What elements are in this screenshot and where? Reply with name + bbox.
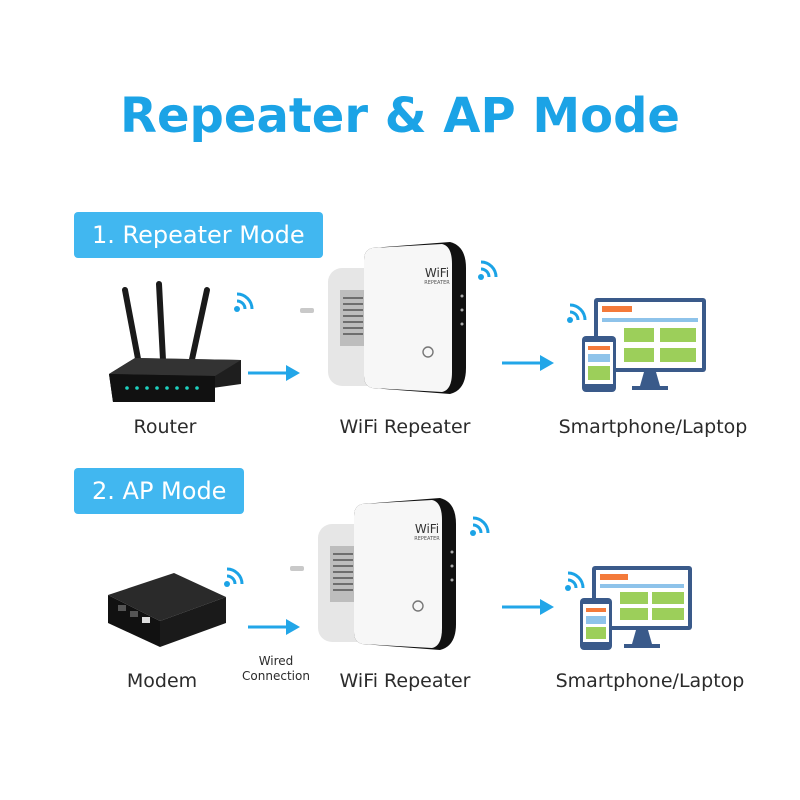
smartphone-laptop-icon bbox=[565, 566, 692, 650]
page-title: Repeater & AP Mode bbox=[120, 88, 680, 144]
smartphone-laptop-label: Smartphone/Laptop bbox=[555, 670, 745, 692]
modem-icon bbox=[108, 573, 226, 647]
router-icon bbox=[109, 281, 241, 402]
wifi-signal-icon bbox=[470, 516, 490, 536]
repeater-sub-text: REPEATER bbox=[414, 536, 440, 542]
repeater-sub-text: REPEATER bbox=[424, 280, 450, 286]
wifi-signal-icon bbox=[234, 292, 254, 312]
arrow-right-icon bbox=[248, 365, 300, 381]
wifi-repeater-icon bbox=[290, 498, 456, 650]
wired-connection-line2: Connection bbox=[242, 669, 310, 683]
smartphone-laptop-icon bbox=[564, 298, 706, 392]
smartphone-laptop-label: Smartphone/Laptop bbox=[558, 416, 748, 438]
wifi-signal-icon bbox=[224, 567, 244, 587]
repeater-label: WiFi Repeater bbox=[339, 670, 471, 692]
wifi-repeater-icon bbox=[300, 242, 466, 394]
repeater-mode-label: 1. Repeater Mode bbox=[74, 212, 323, 258]
repeater-brand-text: WiFi bbox=[424, 266, 450, 280]
wired-connection-line1: Wired bbox=[258, 654, 294, 668]
router-label: Router bbox=[133, 416, 197, 438]
arrow-right-icon bbox=[502, 355, 554, 371]
arrow-right-icon bbox=[502, 599, 554, 615]
ap-mode-label: 2. AP Mode bbox=[74, 468, 245, 514]
repeater-brand-text: WiFi bbox=[414, 522, 440, 536]
arrow-right-icon bbox=[248, 619, 300, 635]
repeater-logo: WiFi REPEATER bbox=[412, 266, 462, 286]
repeater-label: WiFi Repeater bbox=[339, 416, 471, 438]
modem-label: Modem bbox=[126, 670, 198, 692]
wired-connection-label: Wired Connection bbox=[236, 654, 316, 684]
repeater-logo: WiFi REPEATER bbox=[402, 522, 452, 542]
wifi-signal-icon bbox=[478, 260, 498, 280]
